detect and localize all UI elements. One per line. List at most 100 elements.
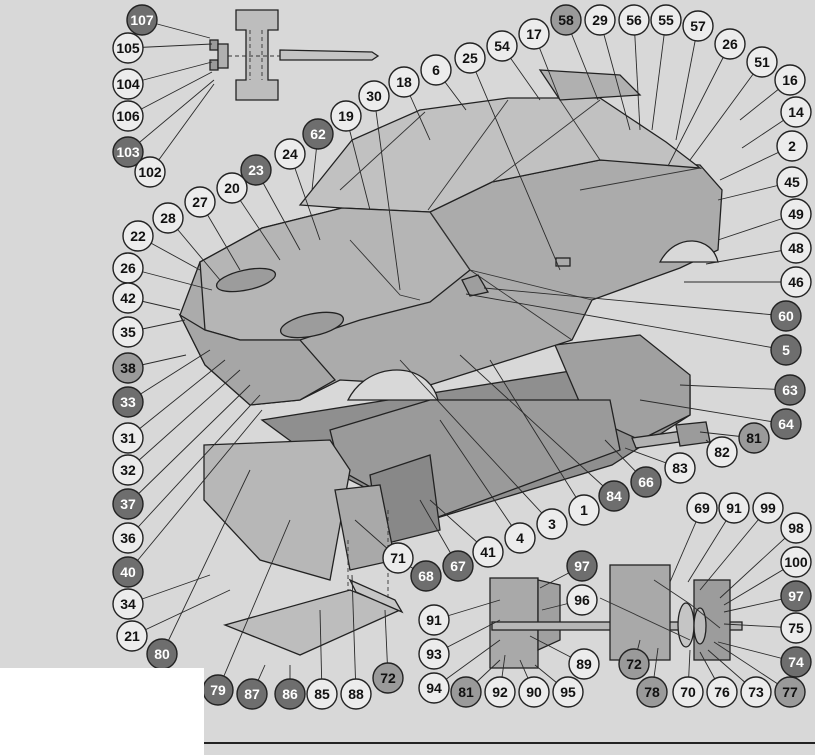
callout-bubble [116, 620, 148, 652]
leader-line [127, 71, 213, 117]
callout-bubble [518, 676, 550, 708]
callout-bubble [598, 480, 630, 512]
leader-line [675, 25, 699, 141]
callout-bubble [780, 512, 812, 544]
callout-bubble [752, 492, 784, 524]
callout-bubble [340, 678, 372, 710]
callout-bubble [746, 46, 778, 78]
callout-label: 105 [116, 40, 140, 56]
callout-bubble [664, 452, 696, 484]
callout-89: 89 [568, 648, 600, 680]
callout-bubble [776, 166, 808, 198]
callout-bubble [372, 662, 404, 694]
callout-51: 51 [746, 46, 778, 78]
callout-106: 106 [112, 100, 144, 132]
callout-label: 29 [592, 12, 608, 28]
callout-23: 23 [240, 154, 272, 186]
callout-bubble [112, 386, 144, 418]
callout-label: 97 [788, 588, 804, 604]
callout-16: 16 [774, 64, 806, 96]
callout-81: 81 [738, 422, 770, 454]
callout-label: 107 [130, 12, 154, 28]
callout-bubble [236, 678, 268, 710]
callout-label: 79 [210, 682, 226, 698]
callout-label: 91 [726, 500, 742, 516]
callout-label: 28 [160, 210, 176, 226]
leader-line [483, 287, 787, 317]
callout-label: 56 [626, 12, 642, 28]
callout-bubble [112, 100, 144, 132]
callout-62: 62 [302, 118, 334, 150]
callout-label: 95 [560, 684, 576, 700]
callout-label: 84 [606, 488, 622, 504]
callout-bubble [550, 4, 582, 36]
callout-label: 87 [244, 686, 260, 702]
callout-label: 63 [782, 382, 798, 398]
callout-label: 46 [788, 274, 804, 290]
leader-line [639, 399, 787, 425]
callout-label: 23 [248, 162, 264, 178]
callout-77: 77 [774, 676, 806, 708]
callout-24: 24 [274, 138, 306, 170]
callout-label: 17 [526, 26, 542, 42]
callout-bubble [152, 202, 184, 234]
callout-64: 64 [770, 408, 802, 440]
callout-14: 14 [780, 96, 812, 128]
callout-bubble [780, 580, 812, 612]
callout-label: 71 [390, 550, 406, 566]
callout-label: 94 [426, 680, 442, 696]
callout-bubble [302, 118, 334, 150]
callout-42: 42 [112, 282, 144, 314]
callout-79: 79 [202, 674, 234, 706]
callout-38: 38 [112, 352, 144, 384]
callout-91: 91 [718, 492, 750, 524]
callout-label: 73 [748, 684, 764, 700]
callout-label: 76 [714, 684, 730, 700]
callout-bubble [780, 612, 812, 644]
callout-label: 81 [746, 430, 762, 446]
callout-73: 73 [740, 676, 772, 708]
callout-95: 95 [552, 676, 584, 708]
callout-label: 91 [426, 612, 442, 628]
callout-label: 38 [120, 360, 136, 376]
callout-bubble [780, 646, 812, 678]
callout-bubble [450, 676, 482, 708]
callout-17: 17 [518, 18, 550, 50]
callout-1: 1 [568, 494, 600, 526]
leader-line [719, 527, 797, 599]
callout-48: 48 [780, 232, 812, 264]
callout-label: 102 [138, 164, 162, 180]
callout-bubble [738, 422, 770, 454]
callout-99: 99 [752, 492, 784, 524]
callout-label: 30 [366, 88, 382, 104]
callout-bubble [780, 198, 812, 230]
callout-bubble [618, 4, 650, 36]
callout-label: 40 [120, 564, 136, 580]
callout-bubble [714, 28, 746, 60]
callout-label: 103 [116, 144, 140, 160]
callout-label: 20 [224, 180, 240, 196]
callout-56: 56 [618, 4, 650, 36]
callout-label: 24 [282, 146, 298, 162]
callout-label: 89 [576, 656, 592, 672]
leader-line [127, 359, 226, 439]
callout-label: 85 [314, 686, 330, 702]
callout-60: 60 [770, 300, 802, 332]
callout-63: 63 [774, 374, 806, 406]
callout-bubble [274, 138, 306, 170]
callout-label: 21 [124, 628, 140, 644]
callout-bubble [112, 488, 144, 520]
callout-label: 70 [680, 684, 696, 700]
callout-35: 35 [112, 316, 144, 348]
callout-27: 27 [184, 186, 216, 218]
leader-line [127, 79, 215, 153]
leader-line [127, 384, 251, 505]
callout-96: 96 [566, 584, 598, 616]
callout-bubble [780, 232, 812, 264]
callout-bubble [770, 408, 802, 440]
callout-25: 25 [454, 42, 486, 74]
callout-92: 92 [484, 676, 516, 708]
callout-bubble [770, 300, 802, 332]
